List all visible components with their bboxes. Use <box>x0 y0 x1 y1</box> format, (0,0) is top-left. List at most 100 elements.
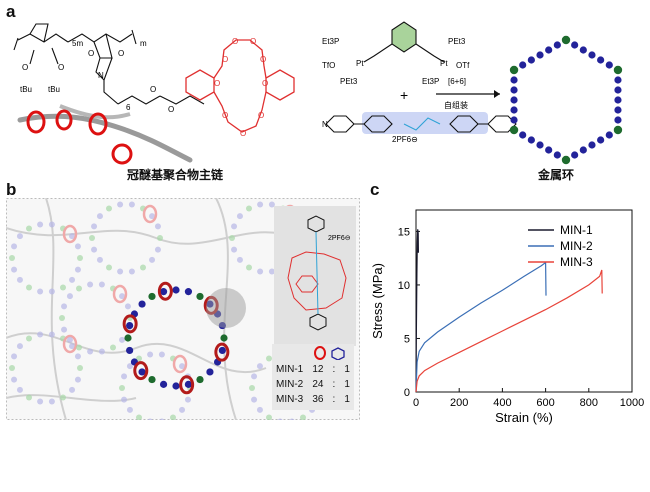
y-tick-label: 5 <box>404 333 410 345</box>
panel-b-letter: b <box>6 180 16 200</box>
arrow-top-label: [6+6] <box>448 77 466 86</box>
faded-node <box>26 394 32 400</box>
x-tick-label: 200 <box>450 397 468 409</box>
faded-node <box>49 332 55 338</box>
faded-node <box>75 267 81 273</box>
svg-text:O: O <box>88 49 94 58</box>
hex-vertex <box>562 156 570 164</box>
table-row: MIN-224:1 <box>272 377 354 392</box>
sub-m-label: m <box>140 39 147 48</box>
faded-node <box>87 348 93 354</box>
faded-node <box>76 286 82 292</box>
hex-node <box>510 116 517 123</box>
faded-node <box>155 247 161 253</box>
faded-node <box>147 352 153 358</box>
faded-node <box>89 235 95 241</box>
faded-node <box>37 222 43 228</box>
faded-node <box>106 264 112 270</box>
hex-vertex <box>510 66 518 74</box>
faded-node <box>91 223 97 229</box>
hex-node <box>510 76 517 83</box>
faded-node <box>17 343 23 349</box>
plot-frame <box>416 210 632 392</box>
faded-node <box>26 226 32 232</box>
faded-node <box>69 277 75 283</box>
faded-node <box>110 344 116 350</box>
focus-node <box>148 376 155 383</box>
svg-text:O: O <box>240 129 246 138</box>
x-tick-label: 0 <box>413 397 419 409</box>
focus-node <box>160 381 167 388</box>
focus-node <box>172 382 179 389</box>
faded-node <box>75 243 81 249</box>
hex-node <box>536 51 543 58</box>
x-tick-label: 800 <box>580 397 598 409</box>
hex-node <box>614 106 621 113</box>
faded-node <box>106 206 112 212</box>
faded-node <box>229 235 235 241</box>
focus-node <box>124 334 131 341</box>
focus-node <box>138 300 145 307</box>
caption-metallacycle: 金属环 <box>526 166 586 183</box>
y-axis-label: Stress (MPa) <box>370 263 385 339</box>
focus-node <box>126 347 133 354</box>
hex-node <box>554 41 561 48</box>
faded-node <box>246 264 252 270</box>
focus-node <box>185 288 192 295</box>
faded-node <box>9 365 15 371</box>
faded-node <box>185 397 191 403</box>
faded-node <box>49 222 55 228</box>
legend-label: MIN-2 <box>560 239 593 253</box>
svg-text:O: O <box>262 79 268 88</box>
faded-node <box>49 398 55 404</box>
crown-ether <box>186 40 294 132</box>
hex-node <box>545 146 552 153</box>
faded-node <box>251 397 257 403</box>
faded-node <box>257 202 263 208</box>
counter-ion-b: 2PF6⊖ <box>328 235 351 242</box>
faded-node <box>61 327 67 333</box>
focus-node <box>196 376 203 383</box>
faded-node <box>26 336 32 342</box>
legend-label: MIN-3 <box>560 255 593 269</box>
y-tick-label: 15 <box>398 226 410 238</box>
svg-text:O: O <box>58 63 64 72</box>
hex-vertex <box>510 126 518 134</box>
hex-node <box>554 151 561 158</box>
polymer-structure <box>14 24 204 104</box>
faded-node <box>17 233 23 239</box>
svg-text:PEt3: PEt3 <box>448 37 466 46</box>
hex-node <box>528 136 535 143</box>
focus-node <box>206 368 213 375</box>
hex-node <box>580 46 587 53</box>
tbu-label-1: tBu <box>20 85 32 94</box>
hex-node <box>606 61 613 68</box>
faded-node <box>159 352 165 358</box>
faded-node <box>75 377 81 383</box>
faded-node <box>77 365 83 371</box>
faded-node <box>127 407 133 413</box>
hex-node <box>597 136 604 143</box>
hex-node <box>510 96 517 103</box>
faded-node <box>257 363 263 369</box>
faded-node <box>67 337 73 343</box>
svg-text:TfO: TfO <box>322 61 335 70</box>
faded-node <box>59 315 65 321</box>
hex-node <box>597 56 604 63</box>
svg-text:O: O <box>150 85 156 94</box>
faded-node <box>60 284 66 290</box>
faded-node <box>61 303 67 309</box>
hex-node <box>588 51 595 58</box>
faded-node <box>69 387 75 393</box>
hex-node <box>580 146 587 153</box>
svg-text:O: O <box>118 49 124 58</box>
faded-node <box>91 247 97 253</box>
svg-text:O: O <box>232 37 238 46</box>
svg-text:Pt: Pt <box>356 59 364 68</box>
series-line-min-3 <box>416 270 602 392</box>
svg-text:O: O <box>168 105 174 114</box>
faded-node <box>99 348 105 354</box>
faded-node <box>17 387 23 393</box>
x-axis-label: Strain (%) <box>495 410 553 425</box>
